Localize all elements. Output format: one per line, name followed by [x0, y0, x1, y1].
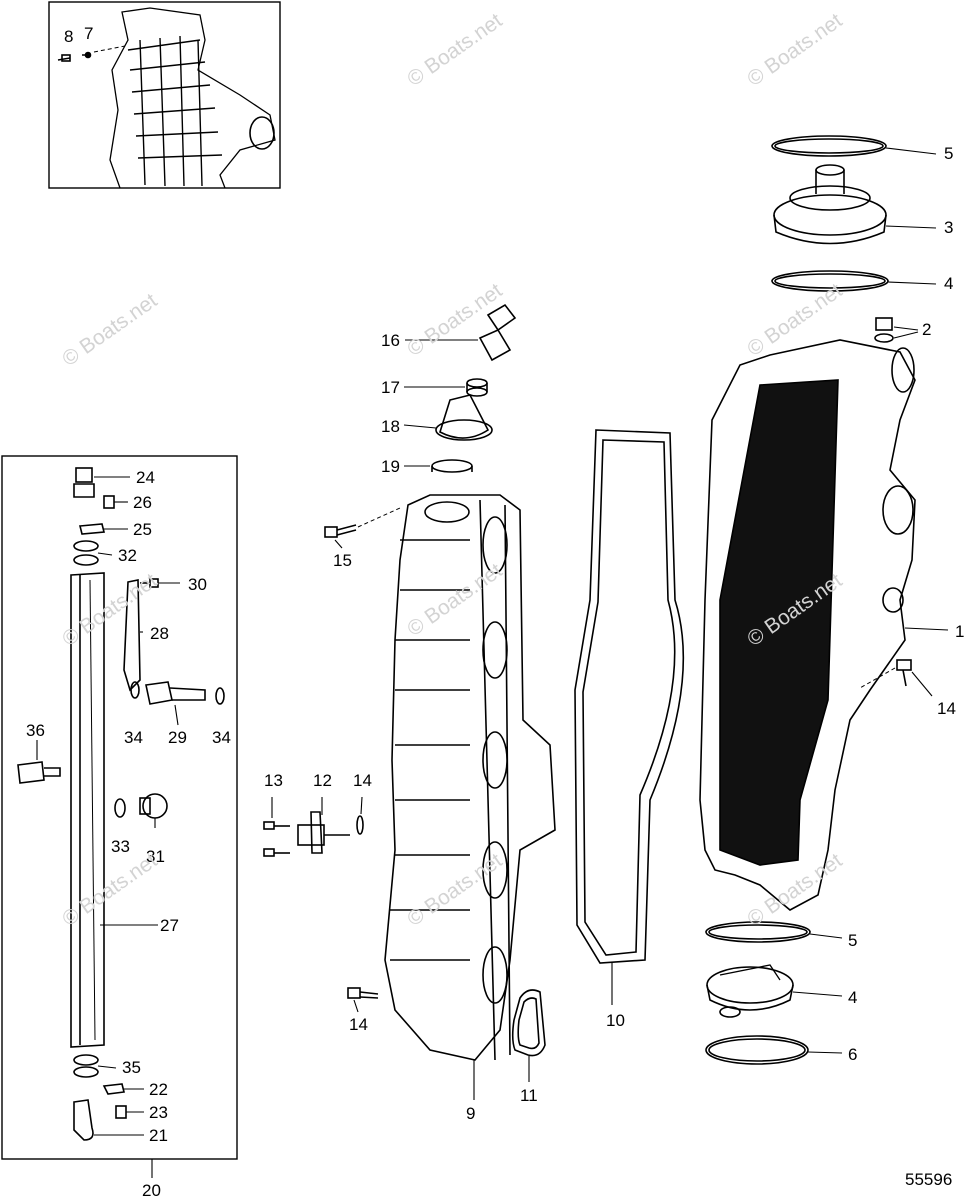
callout-28: 28	[150, 624, 169, 643]
part-15-bolt	[324, 507, 401, 549]
part-14-bolt-left	[347, 987, 379, 1013]
callout-24: 24	[136, 468, 155, 487]
part-36-fitting	[17, 740, 61, 784]
part-13-o-ring	[356, 796, 364, 835]
callout-2: 2	[922, 320, 932, 339]
callout-3-top: 3	[944, 218, 954, 237]
part-8-intake-manifold	[384, 494, 556, 1100]
callout-23: 23	[149, 1103, 168, 1122]
part-24-valve	[73, 467, 130, 498]
part-27-fuel-rail	[70, 572, 158, 1048]
callout-29: 29	[168, 728, 187, 747]
callout-4-top: 4	[944, 274, 954, 293]
part-4-o-ring-lower	[705, 921, 843, 943]
callout-34-left: 34	[124, 728, 143, 747]
callout-9: 10	[606, 1011, 625, 1030]
callout-3-lower: 4	[848, 988, 858, 1007]
callout-14-left: 14	[349, 1015, 368, 1034]
part-3-end-cap-lower	[706, 964, 843, 1018]
part-21-elbow	[73, 1099, 144, 1141]
callout-17: 17	[381, 378, 400, 397]
part-17-spacer	[404, 378, 488, 397]
callout-4-lower: 5	[848, 931, 858, 950]
callout-30: 30	[188, 575, 207, 594]
part-35-o-rings	[73, 1054, 117, 1078]
part-18-boot	[403, 394, 493, 441]
callout-13: 14	[353, 771, 372, 790]
part-12-screw	[263, 797, 290, 857]
callout-8: 9	[466, 1104, 476, 1123]
callout-16: 16	[381, 331, 400, 350]
part-26-cap	[103, 495, 128, 509]
part-10-seal	[511, 989, 546, 1082]
callout-6: 7	[84, 24, 94, 43]
callout-20: 20	[142, 1181, 161, 1200]
part-11-sensor	[297, 797, 350, 854]
part-3-end-cap-top	[773, 164, 937, 245]
part-14-bolt-right	[859, 659, 933, 697]
part-5-snap-ring-top	[771, 135, 937, 157]
callout-7: 8	[64, 27, 74, 46]
callout-5-top: 5	[944, 144, 954, 163]
callout-15: 15	[333, 551, 352, 570]
callout-33: 33	[111, 837, 130, 856]
part-23-cap	[115, 1105, 144, 1119]
callout-34-right: 34	[212, 728, 231, 747]
part-22-clip	[102, 1083, 144, 1095]
callout-31: 31	[146, 847, 165, 866]
callout-5-lower: 6	[848, 1045, 858, 1064]
part-34-o-rings	[130, 681, 225, 705]
part-28-gasket	[123, 579, 143, 692]
callout-18: 18	[381, 417, 400, 436]
part-31-plug	[139, 793, 168, 828]
callout-26: 26	[133, 493, 152, 512]
callout-32: 32	[118, 546, 137, 565]
part-2-plug	[874, 317, 919, 343]
callout-36: 36	[26, 721, 45, 740]
part-20-fuel-rail-assembly-box	[1, 455, 238, 1178]
callout-14-right: 14	[937, 699, 956, 718]
part-33-washer	[114, 798, 126, 818]
callout-12: 13	[264, 771, 283, 790]
part-19-clamp	[404, 459, 473, 473]
part-4-o-ring-top	[771, 270, 937, 292]
callout-35: 35	[122, 1058, 141, 1077]
part-32-o-rings	[73, 540, 113, 566]
callout-25: 25	[133, 520, 152, 539]
callout-27: 27	[160, 916, 179, 935]
callout-11: 12	[313, 771, 332, 790]
part-16-sensor	[405, 303, 517, 362]
part-1-cooler-housing	[699, 339, 949, 911]
part-30-screw	[140, 578, 180, 588]
callout-1: 1	[955, 622, 965, 641]
callout-10: 11	[520, 1086, 538, 1105]
figure-number: 55596	[905, 1170, 953, 1189]
inset-locator-view	[48, 1, 281, 189]
callout-19: 19	[381, 457, 400, 476]
part-9-gasket	[574, 429, 685, 1005]
part-5-snap-ring-lower	[705, 1035, 843, 1065]
part-29-injector	[145, 681, 206, 726]
part-25-core	[78, 523, 128, 535]
callout-22: 22	[149, 1080, 168, 1099]
callout-21: 21	[149, 1126, 168, 1145]
